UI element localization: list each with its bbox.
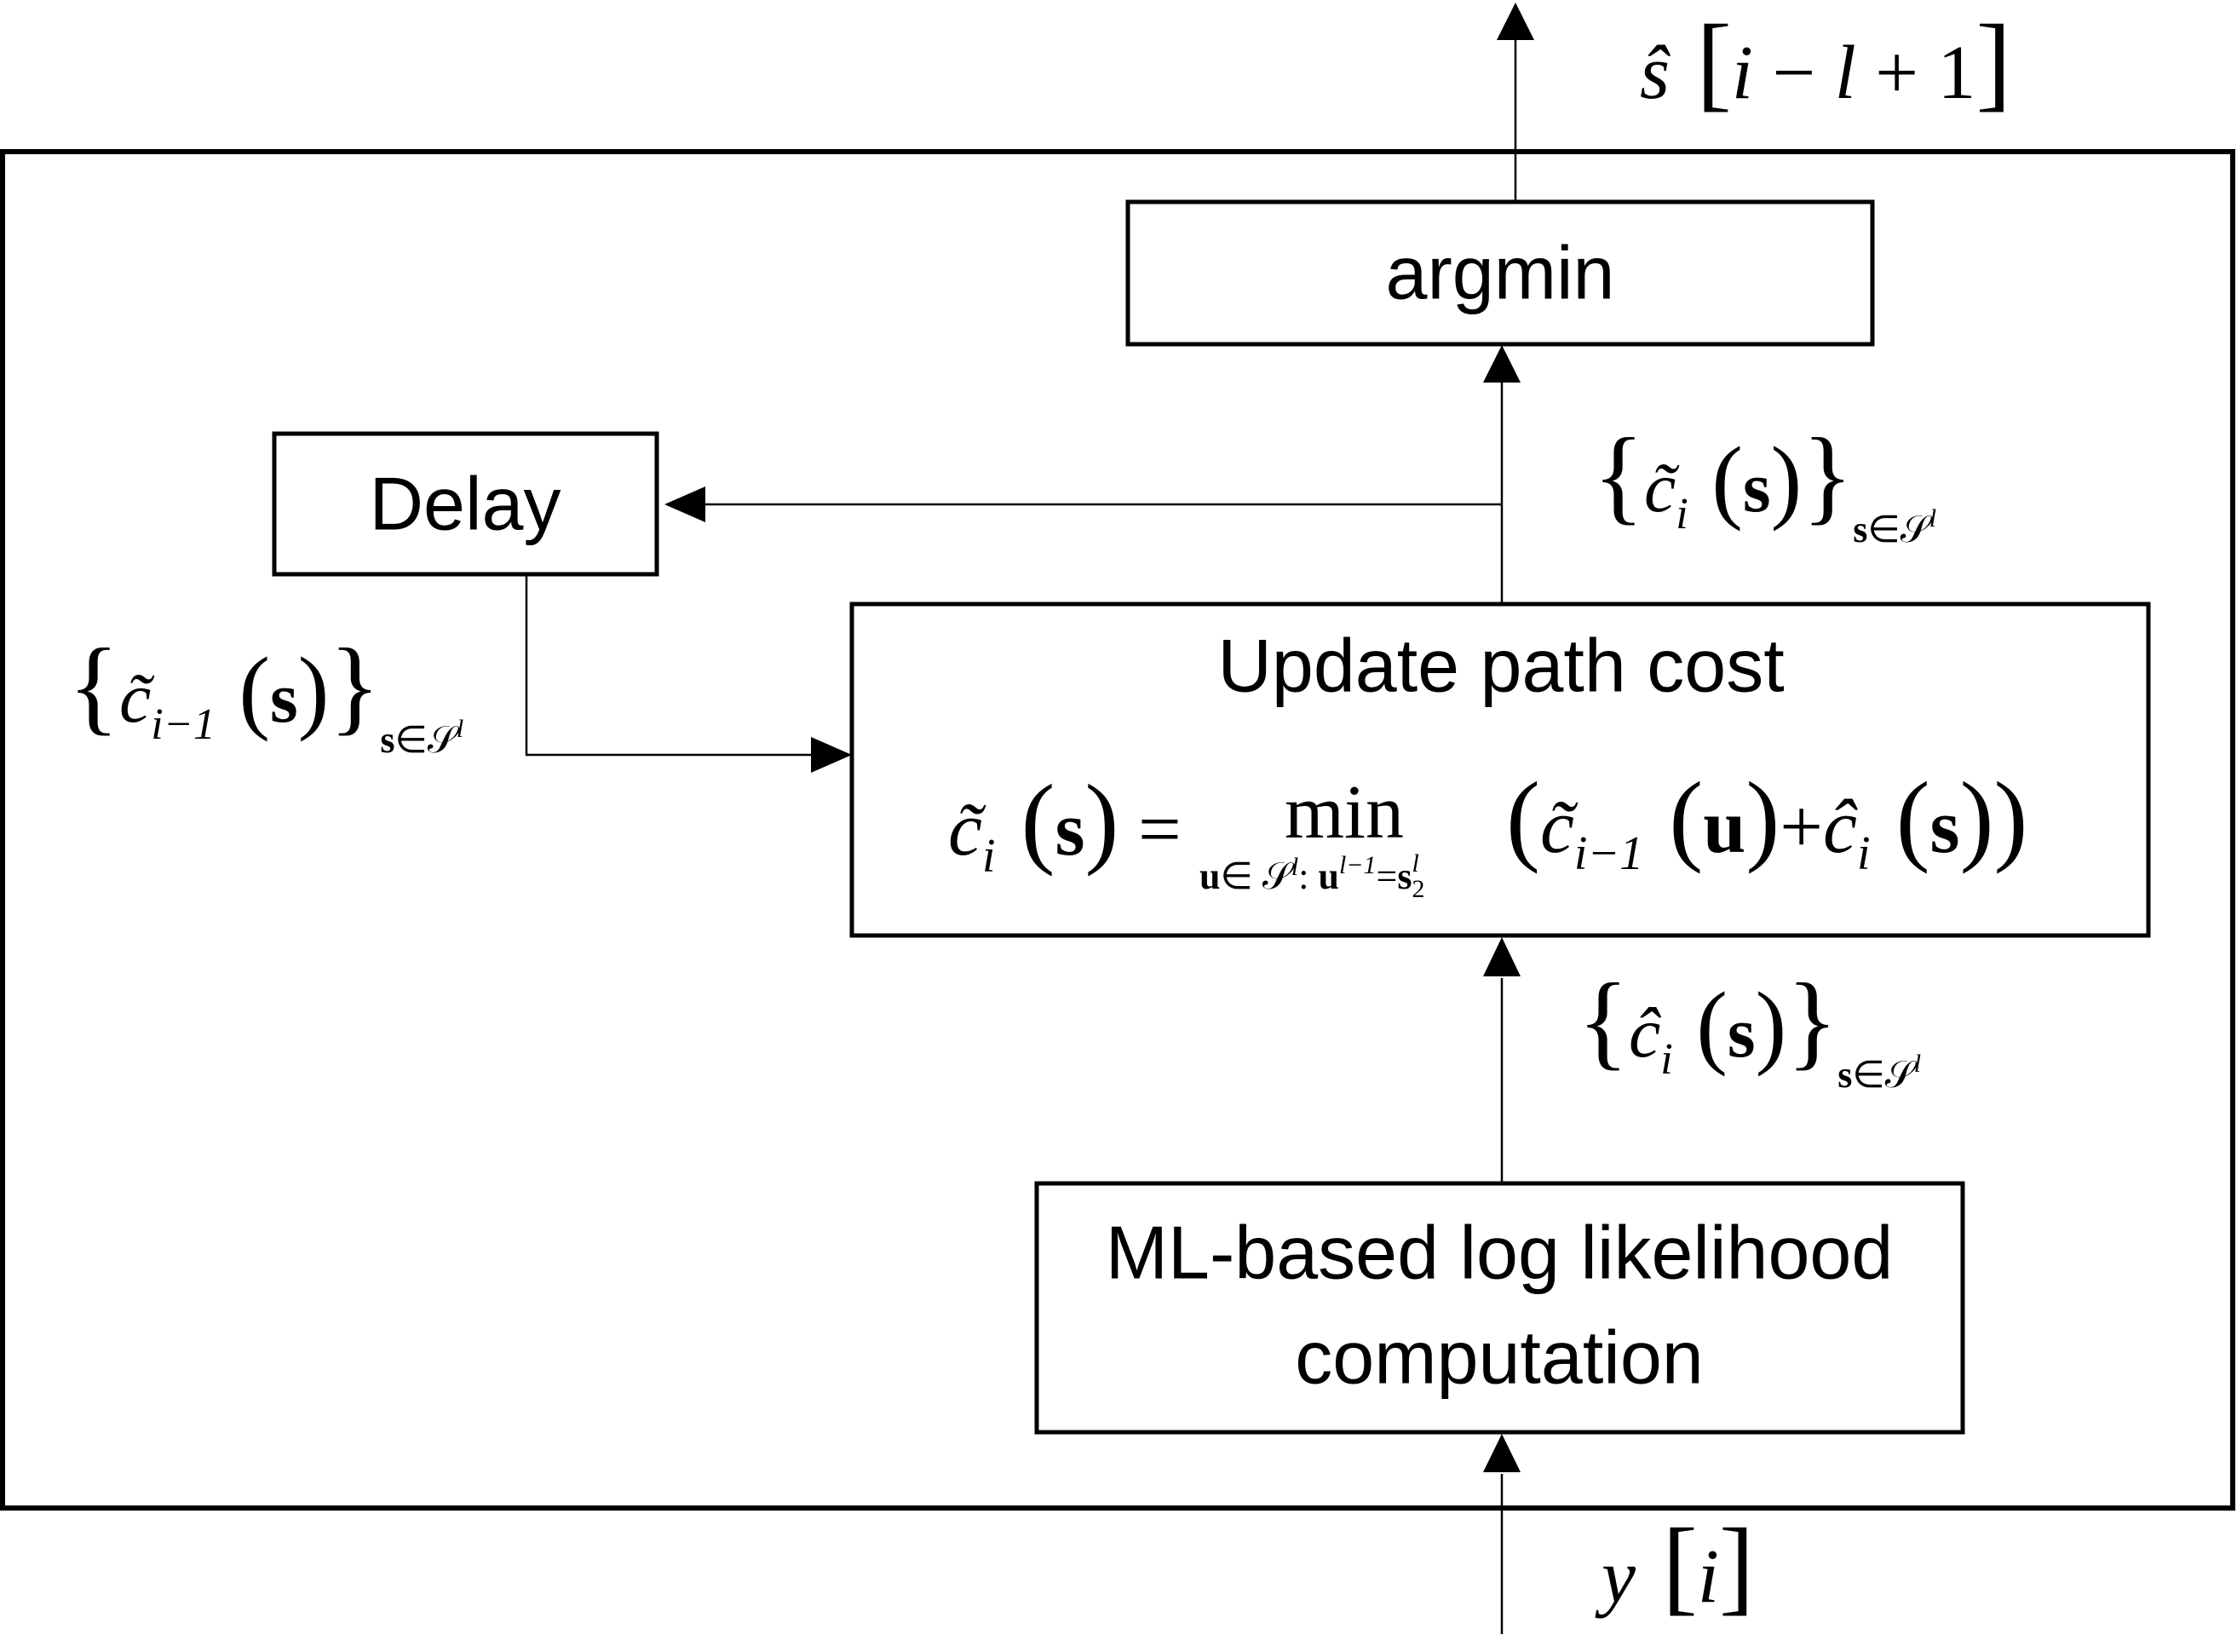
delay-input-arrowhead [664,486,705,522]
min-operator: min [1285,770,1404,855]
argmin-input-arrowhead [1483,345,1521,383]
svg-text:(c̃i−1 (u)+ĉi (s)): (c̃i−1 (u)+ĉi (s)) [1506,761,2027,880]
ml-likelihood-block: ML-based log likelihood computation [1034,1181,1965,1435]
delay-label: Delay [370,462,561,546]
branch-cost-set-label: {ĉi (s)}s∈𝒮l [1578,963,1921,1096]
ml-likelihood-label-line1: ML-based log likelihood [1106,1211,1894,1295]
ml-input-arrowhead [1483,1434,1521,1472]
delay-block: Delay [272,431,659,577]
update-bottom-input-arrowhead [1483,937,1521,976]
update-path-cost-block: Update path cost c̃i (s) = min u∈ 𝒮l: ul… [849,602,2151,938]
delay-to-update-wire [525,573,818,757]
output-signal-label: ŝ [i − l + 1] [1640,4,2011,122]
ml-likelihood-label-line2: computation [1295,1315,1703,1400]
outer-frame [0,149,2235,1511]
input-signal-label: y [i] [1595,1508,1755,1626]
output-arrowhead [1497,3,1534,40]
svg-text:u∈ 𝒮l: ul−1=s2l: u∈ 𝒮l: ul−1=s2l [1199,849,1424,903]
argmin-label: argmin [1386,231,1615,315]
update-left-input-arrowhead [811,737,852,773]
argmin-block: argmin [1125,199,1875,347]
previous-cost-set-label: {c̃i−1 (s)}s∈𝒮l [68,628,463,761]
update-path-cost-label: Update path cost [1217,624,1784,708]
svg-text:c̃i (s) =: c̃i (s) = [948,763,1182,883]
current-cost-set-label: {c̃i (s)}s∈𝒮l [1593,417,1936,550]
path-cost-equation: c̃i (s) = min u∈ 𝒮l: ul−1=s2l (c̃i−1 (u)… [948,761,2027,903]
